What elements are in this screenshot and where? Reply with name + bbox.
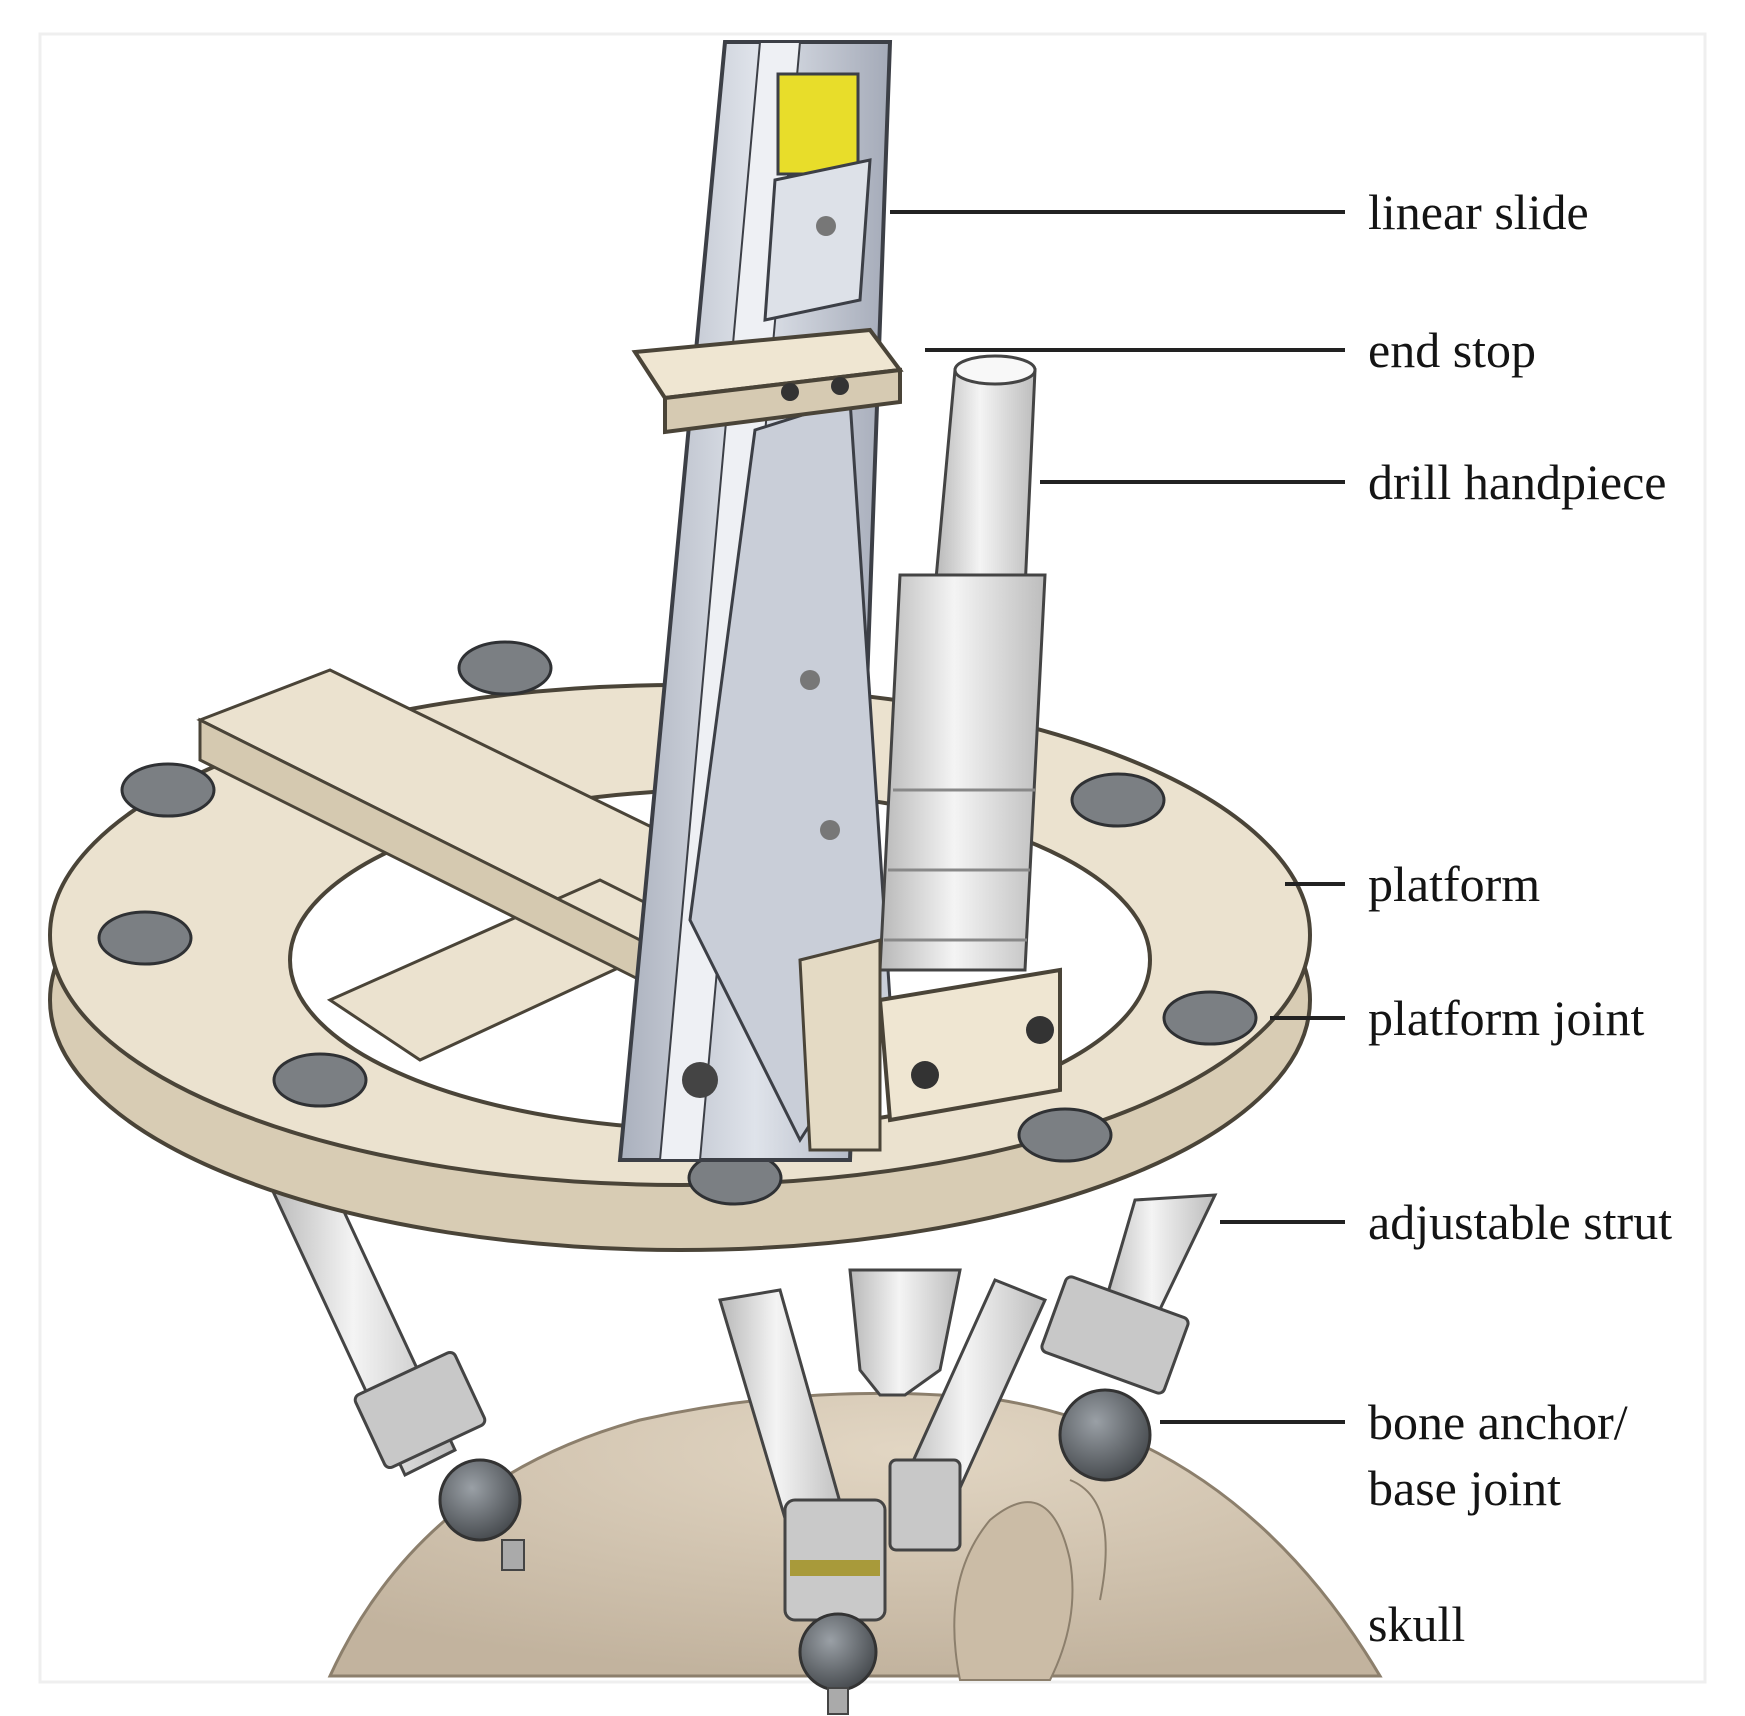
drill-handpiece xyxy=(878,354,1047,972)
label-bone-anchor: bone anchor/ xyxy=(1368,1394,1628,1450)
drill-tip xyxy=(848,1268,962,1397)
label-base-joint: base joint xyxy=(1368,1460,1562,1516)
label-linear-slide: linear slide xyxy=(1368,184,1589,240)
label-platform-joint: platform joint xyxy=(1368,990,1645,1046)
adjustable-strut-center xyxy=(718,1288,887,1715)
linear-slide xyxy=(617,40,893,1162)
label-end-stop: end stop xyxy=(1368,322,1537,378)
slide-marker xyxy=(776,72,860,176)
drill-clamp xyxy=(798,938,1062,1152)
adjustable-strut-right-b xyxy=(1040,1193,1218,1482)
leader-lines xyxy=(890,210,1345,1424)
label-platform: platform xyxy=(1368,856,1541,912)
adjustable-strut-left xyxy=(268,1157,525,1571)
label-skull: skull xyxy=(1368,1596,1466,1652)
label-adjustable-strut: adjustable strut xyxy=(1368,1194,1673,1250)
adjustable-strut-right-a xyxy=(888,1278,1048,1552)
label-drill-handpiece: drill handpiece xyxy=(1368,454,1667,510)
end-stop xyxy=(631,327,904,435)
